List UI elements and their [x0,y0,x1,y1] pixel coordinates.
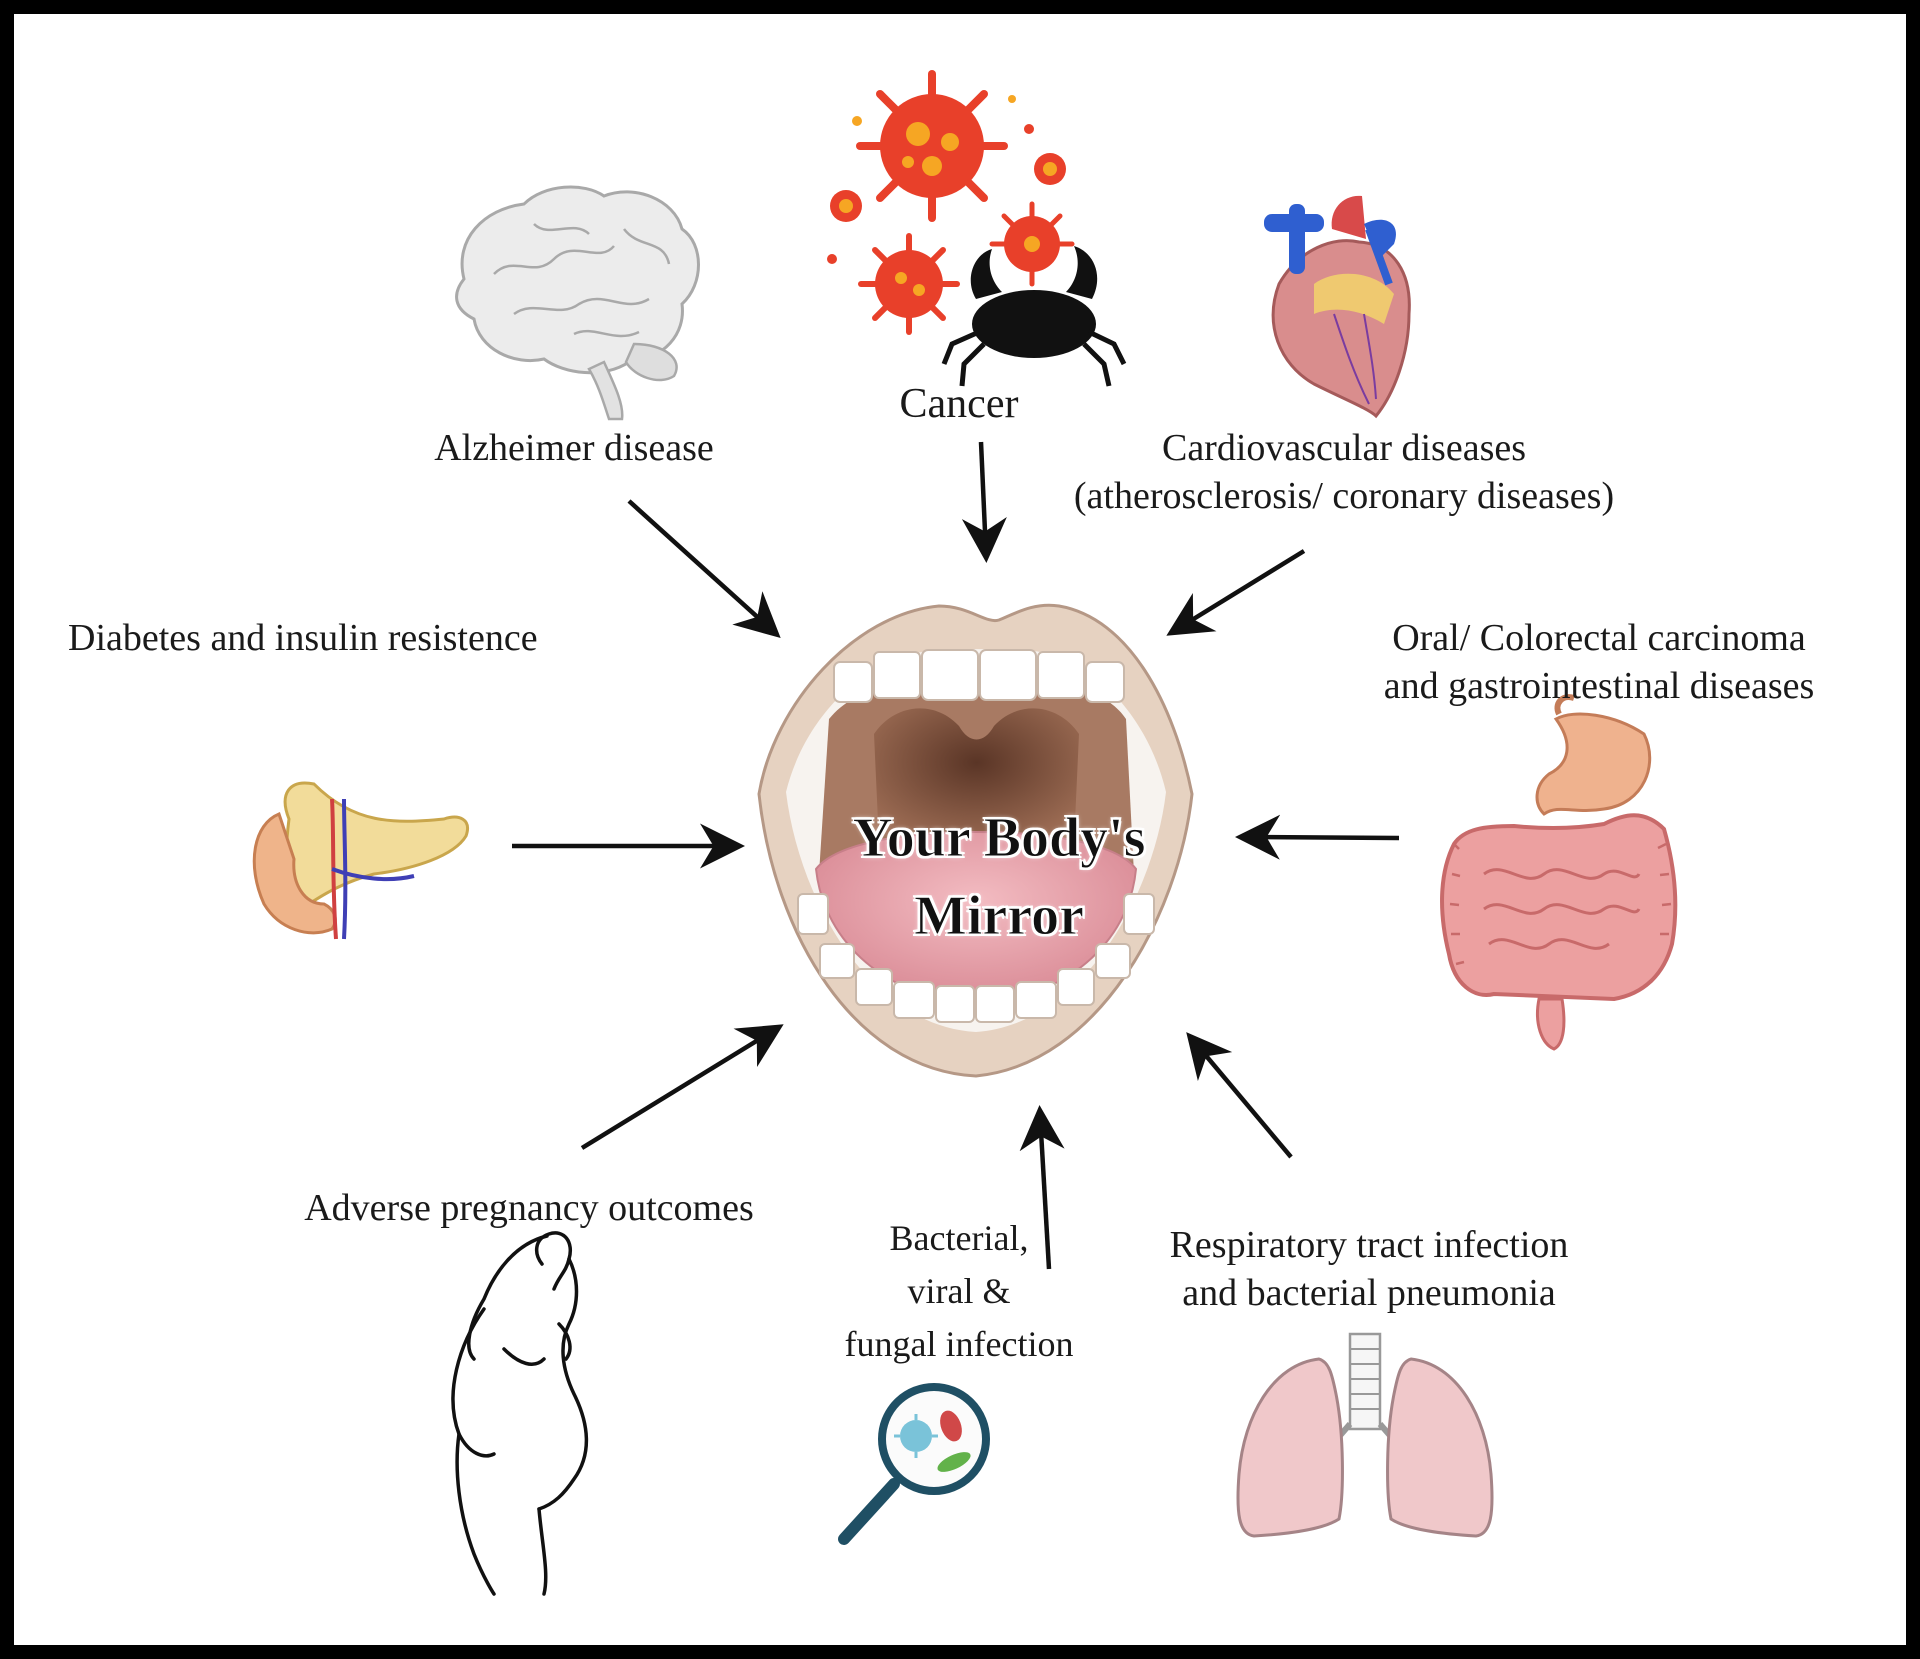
label-cancer: Cancer [899,381,1019,427]
arrow-oral [1235,814,1400,860]
virus-cancer-icon [827,70,1127,387]
pancreas-icon [252,781,469,940]
label-oral-line1: Oral/ Colorectal carcinoma [1392,617,1806,659]
label-respiratory-line1: Respiratory tract infection [1169,1224,1569,1266]
upper-teeth [833,649,1125,703]
label-cardiovascular: Cardiovascular diseases (atherosclerosis… [1064,424,1624,520]
label-cardio-line2: (atherosclerosis/ coronary diseases) [1073,475,1615,517]
label-infection-line1: Bacterial, [889,1218,1029,1258]
arrow-alzheimer [627,499,781,639]
arrow-infection [1019,1105,1065,1270]
label-alzheimer: Alzheimer disease [434,427,714,469]
label-pregnancy: Adverse pregnancy outcomes [304,1187,754,1229]
label-diabetes: Diabetes and insulin resistence [68,617,538,659]
lungs-icon [1236,1332,1494,1538]
pregnant-woman-icon [451,1231,589,1596]
label-oral-colorectal: Oral/ Colorectal carcinoma and gastroint… [1364,614,1834,710]
microbe-magnifier-icon [838,1383,990,1545]
center-title-line2: Mirror [914,885,1085,948]
center-title-line1: Your Body's [852,807,1146,870]
label-infection: Bacterial, viral & fungal infection [834,1212,1084,1371]
center-title: Your Body's Mirror [819,799,1179,955]
label-cardio-line1: Cardiovascular diseases [1161,427,1527,469]
label-infection-line3: fungal infection [844,1324,1074,1364]
label-respiratory: Respiratory tract infection and bacteria… [1144,1221,1594,1317]
label-infection-line2: viral & [907,1271,1011,1311]
arrows [512,441,1400,1270]
crab-icon [941,246,1127,387]
open-mouth-icon [757,603,1194,1078]
heart-icon [1264,195,1411,419]
arrow-respiratory [1186,1032,1293,1159]
arrow-cardio [1166,549,1306,636]
lower-teeth [797,893,1155,1023]
brain-icon [455,185,700,421]
arrow-pregnancy [580,1024,784,1150]
diagram-canvas [252,70,1678,1596]
label-oral-line2: and gastrointestinal diseases [1383,665,1815,707]
arrow-cancer [961,441,1007,563]
intestine-icon [1440,694,1678,1051]
label-respiratory-line2: and bacterial pneumonia [1182,1272,1556,1314]
